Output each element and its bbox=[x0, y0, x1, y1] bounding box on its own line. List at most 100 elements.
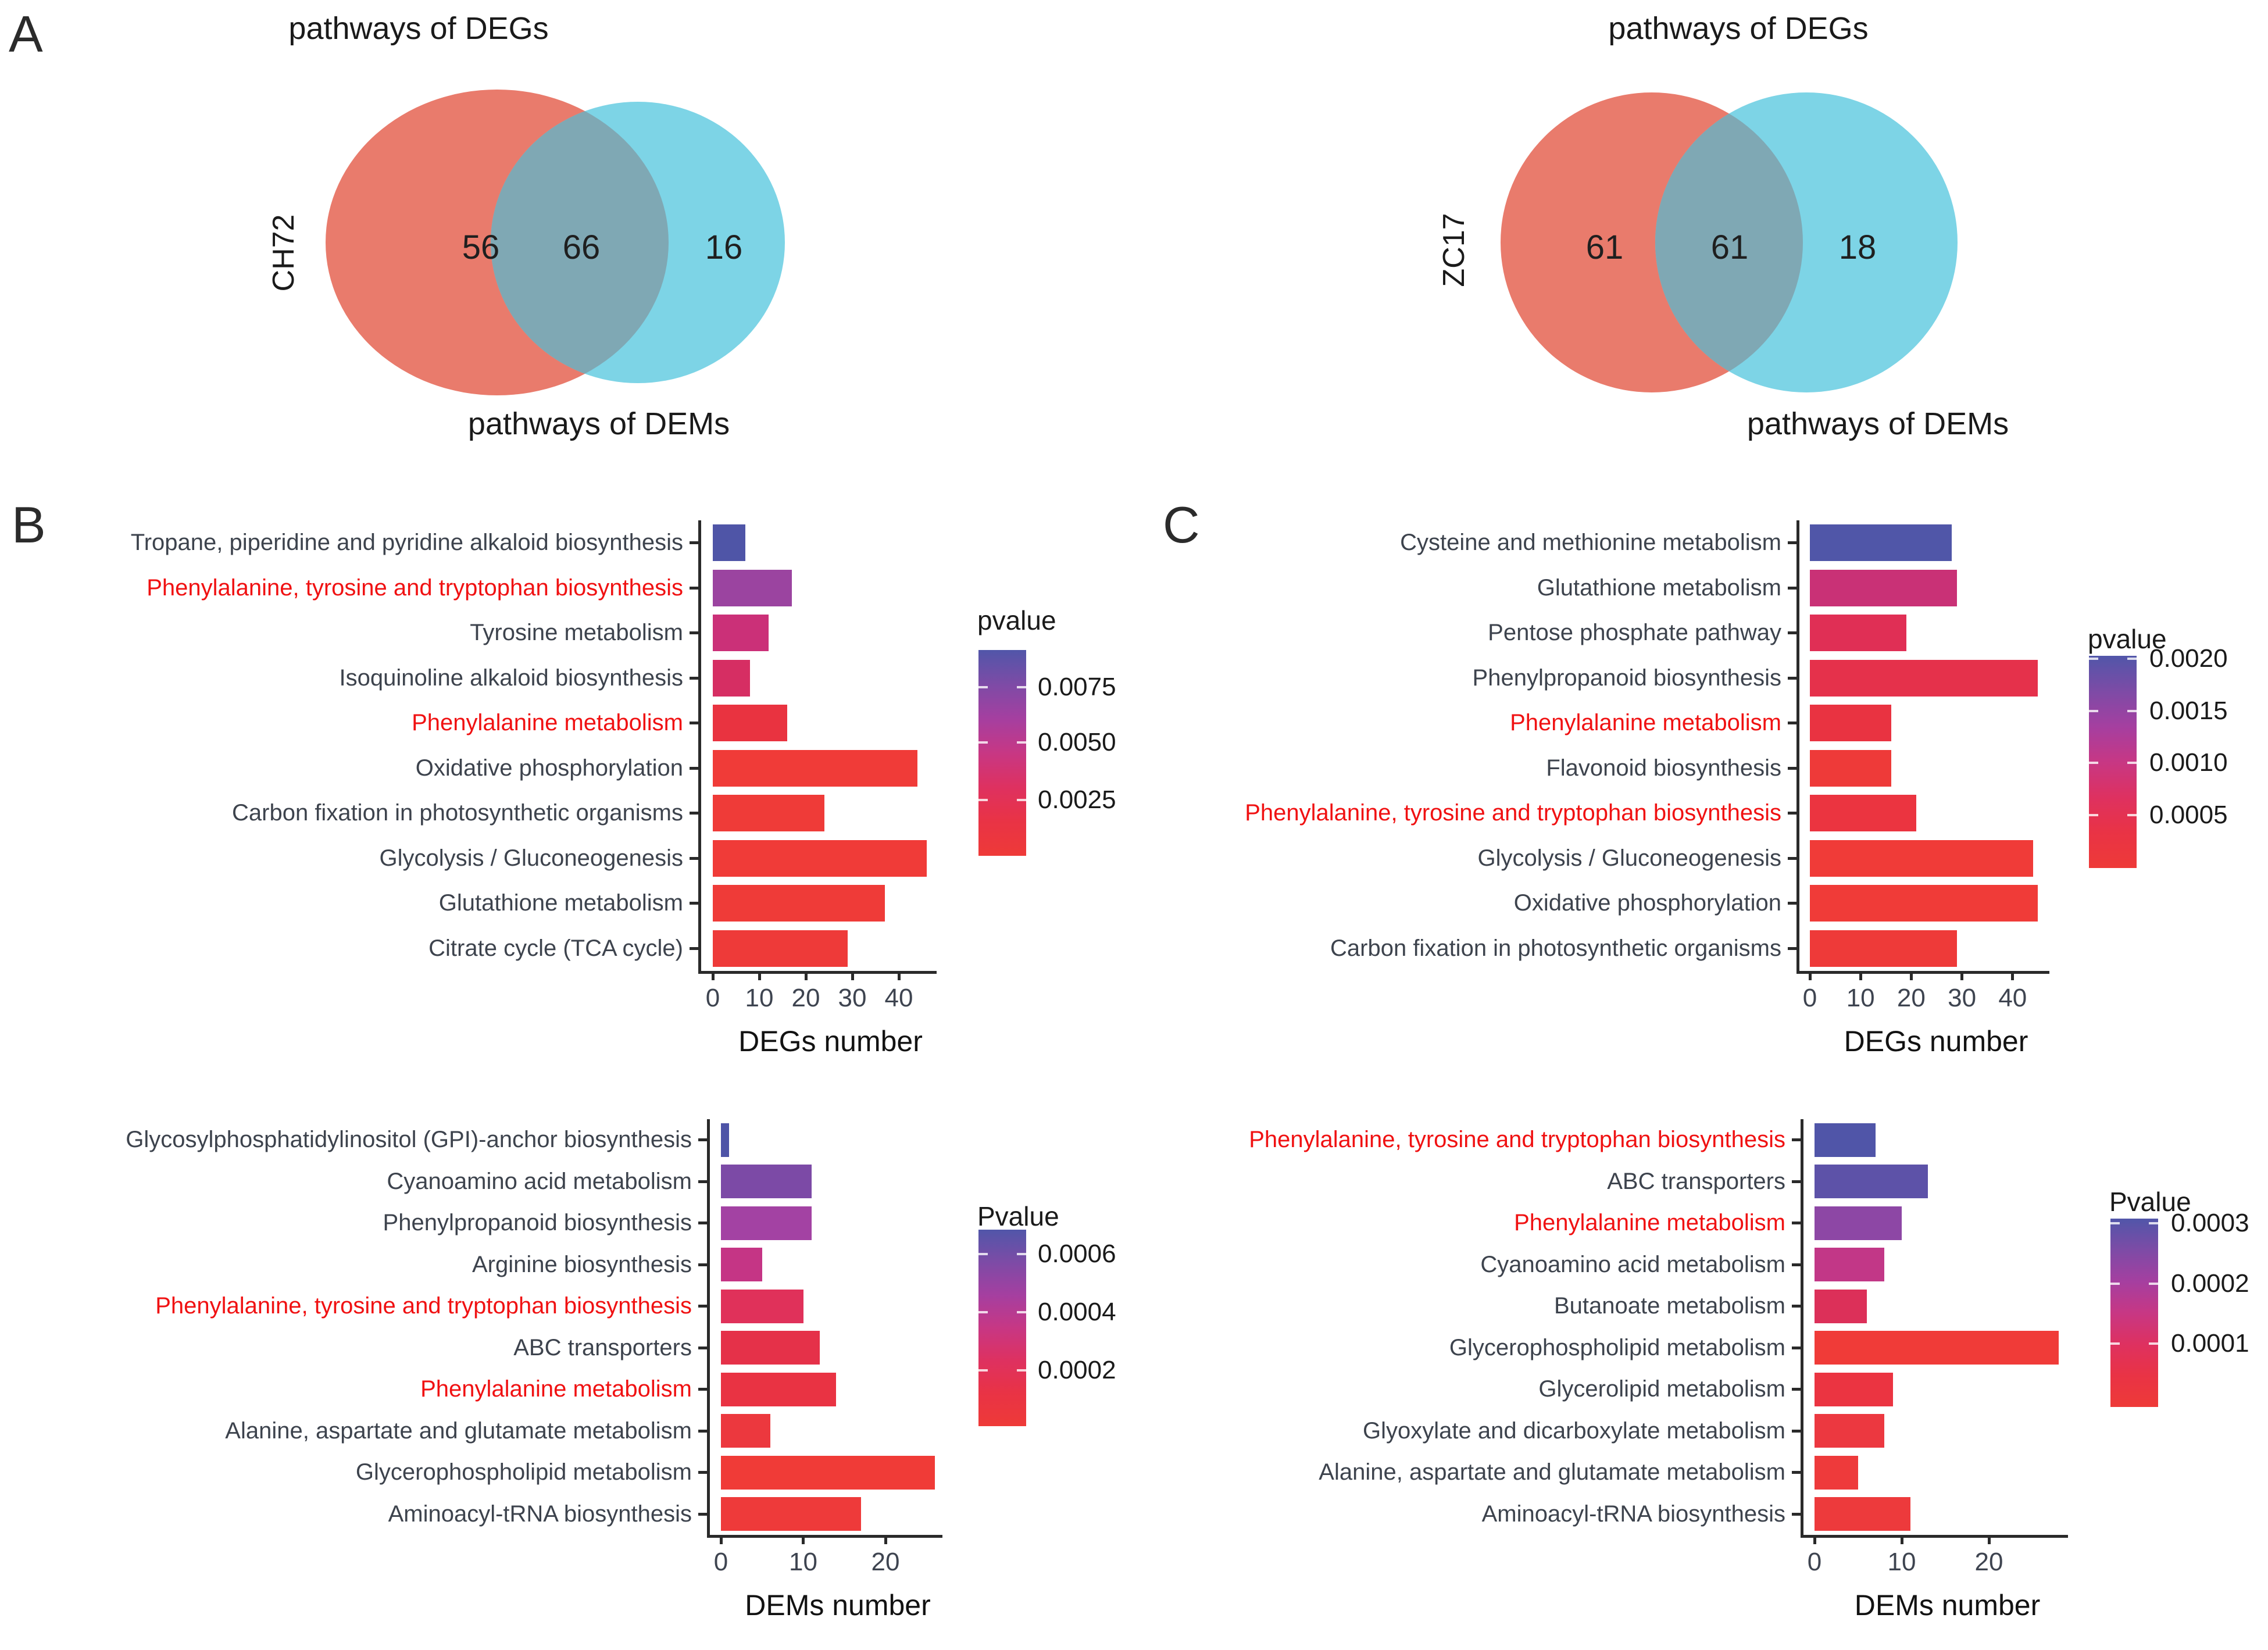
x-tick-label: 20 bbox=[1974, 1548, 2003, 1576]
legend-tick-dash bbox=[1017, 741, 1026, 744]
category-label: Carbon fixation in photosynthetic organi… bbox=[1330, 935, 1781, 961]
y-tick-mark bbox=[698, 1222, 707, 1225]
y-tick-mark bbox=[1792, 1263, 1801, 1266]
legend-gradient-bar bbox=[2110, 1219, 2158, 1407]
venn-degs-only-count: 56 bbox=[462, 228, 500, 266]
y-tick-mark bbox=[698, 1512, 707, 1516]
bar bbox=[713, 569, 792, 606]
y-tick-mark bbox=[1792, 1388, 1801, 1391]
legend-tick-dash bbox=[2089, 709, 2098, 712]
y-tick-mark bbox=[698, 1471, 707, 1474]
x-tick-mark bbox=[711, 971, 715, 980]
bar bbox=[1815, 1414, 1884, 1448]
x-tick-label: 10 bbox=[1887, 1548, 1916, 1576]
bar bbox=[721, 1289, 803, 1323]
category-label: Butanoate metabolism bbox=[1553, 1293, 1785, 1319]
legend-tick-dash bbox=[978, 1252, 988, 1255]
y-tick-mark bbox=[698, 1346, 707, 1349]
legend-tick-dash bbox=[2089, 813, 2098, 816]
y-tick-mark bbox=[690, 902, 698, 905]
category-labels: Glycosylphosphatidylinositol (GPI)-ancho… bbox=[55, 1119, 707, 1535]
bar bbox=[1815, 1248, 1884, 1282]
x-tick-label: 20 bbox=[871, 1548, 900, 1576]
venn-dems-title: pathways of DEMs bbox=[468, 406, 730, 441]
venn-diagram-ch72: pathways of DEGs CH72 56 66 16 pathways … bbox=[250, 3, 866, 474]
category-label: Cyanoamino acid metabolism bbox=[1480, 1251, 1785, 1277]
y-tick-mark bbox=[1792, 1346, 1801, 1349]
y-tick-mark bbox=[1792, 1429, 1801, 1433]
y-tick-mark bbox=[1788, 902, 1796, 905]
bar bbox=[1810, 749, 1891, 787]
x-tick-label: 0 bbox=[1802, 984, 1817, 1012]
bar bbox=[1810, 840, 2033, 877]
x-tick-mark bbox=[1859, 971, 1862, 980]
bar bbox=[1810, 524, 1952, 562]
bar bbox=[721, 1165, 812, 1199]
bar bbox=[1810, 569, 1957, 606]
legend-tick-label: 0.0010 bbox=[2149, 748, 2228, 777]
legend-tick-label: 0.0005 bbox=[2149, 800, 2228, 829]
bar bbox=[721, 1497, 861, 1531]
venn-overlap-count: 61 bbox=[1711, 228, 1749, 266]
venn-group-label: CH72 bbox=[267, 215, 301, 292]
category-label: Carbon fixation in photosynthetic organi… bbox=[232, 800, 683, 826]
category-label: Cyanoamino acid metabolism bbox=[387, 1168, 692, 1194]
category-label: Phenylalanine metabolism bbox=[412, 710, 683, 736]
bar bbox=[721, 1123, 730, 1157]
category-label: ABC transporters bbox=[1607, 1168, 1785, 1194]
category-label: Citrate cycle (TCA cycle) bbox=[428, 935, 683, 961]
x-tick-label: 10 bbox=[745, 984, 774, 1012]
bar bbox=[1815, 1497, 1910, 1531]
venn-dems-title: pathways of DEMs bbox=[1747, 406, 2009, 441]
y-tick-mark bbox=[690, 812, 698, 815]
legend-tick-label: 0.0075 bbox=[1038, 672, 1116, 701]
x-axis-title: DEMs number bbox=[745, 1589, 931, 1622]
y-tick-mark bbox=[698, 1180, 707, 1183]
category-label: Alanine, aspartate and glutamate metabol… bbox=[225, 1417, 692, 1444]
category-label: Arginine biosynthesis bbox=[472, 1251, 692, 1277]
category-label: Aminoacyl-tRNA biosynthesis bbox=[388, 1501, 692, 1527]
legend-tick-dash bbox=[1017, 1252, 1026, 1255]
y-tick-mark bbox=[1788, 541, 1796, 545]
y-tick-mark bbox=[690, 631, 698, 635]
x-tick-mark bbox=[1808, 971, 1812, 980]
bar bbox=[1810, 659, 2038, 697]
legend-tick-dash bbox=[1017, 1369, 1026, 1372]
panel-label-b: B bbox=[12, 496, 46, 553]
venn-overlap-count: 66 bbox=[563, 228, 601, 266]
x-tick-label: 30 bbox=[838, 984, 867, 1012]
category-label: Glutathione metabolism bbox=[1537, 574, 1781, 601]
x-tick-label: 10 bbox=[1846, 984, 1875, 1012]
category-label: Oxidative phosphorylation bbox=[1513, 890, 1781, 916]
legend-title: pvalue bbox=[977, 605, 1056, 635]
legend-tick-dash bbox=[2149, 1282, 2158, 1285]
legend-gradient-bar bbox=[978, 650, 1026, 856]
x-axis-title: DEMs number bbox=[1854, 1589, 2041, 1622]
bar bbox=[1815, 1165, 1928, 1199]
category-label: Tropane, piperidine and pyridine alkaloi… bbox=[130, 530, 683, 556]
legend-tick-dash bbox=[2127, 658, 2137, 660]
category-label: ABC transporters bbox=[513, 1334, 692, 1360]
panel-label-a: A bbox=[9, 5, 43, 63]
y-tick-mark bbox=[698, 1429, 707, 1433]
bar bbox=[1810, 795, 1917, 832]
venn-dems-only-count: 16 bbox=[705, 228, 743, 266]
bar bbox=[1815, 1206, 1902, 1240]
legend-tick-dash bbox=[2110, 1342, 2120, 1345]
legend-tick-dash bbox=[2110, 1282, 2120, 1285]
bar bbox=[1810, 615, 1906, 652]
x-tick-label: 40 bbox=[884, 984, 913, 1012]
x-tick-mark bbox=[884, 1535, 887, 1544]
category-label: Glycerophospholipid metabolism bbox=[1449, 1334, 1785, 1360]
venn-overlap-region bbox=[491, 102, 669, 383]
x-tick-mark bbox=[719, 1535, 723, 1544]
legend-tick-label: 0.0004 bbox=[1038, 1297, 1116, 1326]
legend-tick-label: 0.0020 bbox=[2149, 644, 2228, 673]
venn-dems-only-count: 18 bbox=[1839, 228, 1877, 266]
y-tick-mark bbox=[698, 1138, 707, 1142]
legend-tick-dash bbox=[2127, 761, 2137, 764]
category-label: Cysteine and methionine metabolism bbox=[1400, 530, 1781, 556]
venn-degs-only-count: 61 bbox=[1586, 228, 1624, 266]
bar bbox=[1815, 1455, 1858, 1490]
